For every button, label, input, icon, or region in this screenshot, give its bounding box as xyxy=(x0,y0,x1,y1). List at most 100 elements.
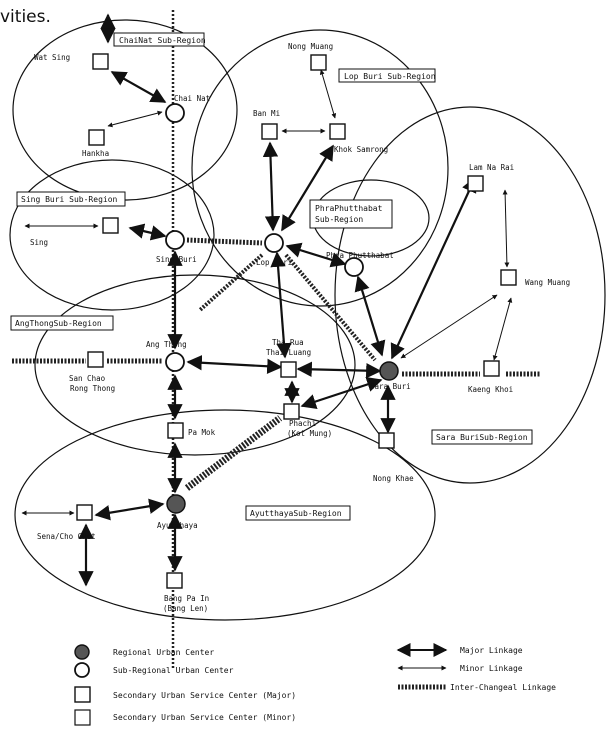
phachi-label-1: Phachi xyxy=(289,419,316,428)
khok-samrong-label: Khok Samrong xyxy=(334,145,388,154)
major-link xyxy=(390,176,477,360)
interchange-link xyxy=(186,237,263,246)
major-link xyxy=(262,141,281,232)
sara-buri-label: Sara Buri xyxy=(370,382,411,391)
nong-muang-square xyxy=(310,54,327,71)
sing-square xyxy=(102,217,119,234)
major-link xyxy=(270,251,292,359)
region-labels: ChaiNat Sub-Region Lop Buri Sub-Region P… xyxy=(10,32,533,521)
major-link xyxy=(296,361,382,379)
legend-regional-symbol xyxy=(74,644,90,660)
wang-muang-label: Wang Muang xyxy=(525,278,570,287)
legend-secondary-minor-label: Secondary Urban Service Center (Minor) xyxy=(113,713,296,722)
legend-interchange-label: Inter-Changeal Linkage xyxy=(450,683,556,692)
chai-nat-label: Chai Nat xyxy=(174,94,210,103)
major-link xyxy=(110,71,167,103)
regional-centers xyxy=(166,361,399,514)
sing-buri-circle xyxy=(165,230,185,250)
wat-sing-label: Wat Sing xyxy=(34,53,70,62)
singburi-region-tag xyxy=(16,191,126,207)
ayutthaya-region-label: AyutthayaSub-Region xyxy=(250,509,342,518)
lop-buri-circle xyxy=(264,233,284,253)
interchange-link xyxy=(198,253,264,312)
sena-label: Sena/Cho Chet xyxy=(37,532,96,541)
san-chao-label-1: San Chao xyxy=(69,374,106,383)
legend-subregional-symbol xyxy=(74,662,90,678)
major-linkages xyxy=(78,13,477,587)
hankha-label: Hankha xyxy=(82,149,109,158)
phra-phutthabat-label: Phra Phutthabat xyxy=(326,251,394,260)
singburi-region-label: Sing Buri Sub-Region xyxy=(21,195,118,204)
kaeng-khoi-square xyxy=(483,360,500,377)
tha-rua-label-2: Thai Luang xyxy=(266,348,311,357)
major-link xyxy=(285,242,347,268)
angthong-region-label: AngThongSub-Region xyxy=(15,319,102,328)
phachi-label-2: (Kot Mung) xyxy=(287,429,332,438)
interchange-link xyxy=(284,253,377,362)
ang-thong-label: Ang Thong xyxy=(146,340,187,349)
phraphutthabat-region-label-2: Sub-Region xyxy=(315,215,363,224)
minor-linkages xyxy=(21,69,513,516)
phraphutthabat-region-tag xyxy=(309,199,393,229)
minor-link xyxy=(400,294,498,359)
wang-muang-square xyxy=(500,269,517,286)
ban-mi-label: Ban Mi xyxy=(253,109,280,118)
sena-square xyxy=(76,504,93,521)
lop-buri-label: Lop Buri xyxy=(256,258,292,267)
san-chao-square xyxy=(87,351,104,368)
ang-thong-circle xyxy=(165,352,185,372)
legend-secondary-minor-symbol xyxy=(74,709,91,726)
lam-na-rai-square xyxy=(467,175,484,192)
lopburi-region-boundary xyxy=(191,29,449,307)
legend-regional-label: Regional Urban Center xyxy=(113,648,214,657)
legend-major-linkage-label: Major Linkage xyxy=(460,646,523,655)
major-link xyxy=(128,223,167,241)
pa-mok-label: Pa Mok xyxy=(188,428,216,437)
phachi-square xyxy=(283,403,300,420)
interchange-link xyxy=(184,415,283,491)
major-link xyxy=(186,355,283,374)
minor-link xyxy=(107,110,163,128)
lopburi-region-tag xyxy=(338,68,436,83)
ban-mi-square xyxy=(261,123,278,140)
ayutthaya-label: Ayutthaya xyxy=(157,521,198,530)
subregional-centers xyxy=(165,103,364,372)
angthong-region-tag xyxy=(10,315,114,331)
lopburi-region-label: Lop Buri Sub-Region xyxy=(344,72,436,81)
tha-rua-square xyxy=(280,361,297,378)
singburi-region-boundary xyxy=(9,159,215,311)
lam-na-rai-label: Lam Na Rai xyxy=(469,163,514,172)
minor-link xyxy=(502,189,510,268)
major-link xyxy=(300,377,383,409)
sing-label: Sing xyxy=(30,238,48,247)
node-labels: Wat Sing Chai Nat Hankha Nong Muang Ban … xyxy=(30,42,570,613)
nong-muang-label: Nong Muang xyxy=(288,42,333,51)
legend: Regional Urban Center Sub-Regional Urban… xyxy=(74,643,556,726)
khok-samrong-square xyxy=(329,123,346,140)
chainat-region-tag xyxy=(113,32,205,47)
nong-khae-square xyxy=(378,432,395,449)
legend-subregional-label: Sub-Regional Urban Center xyxy=(113,666,234,675)
saraburi-region-label: Sara BuriSub-Region xyxy=(436,433,528,442)
minor-link xyxy=(492,297,513,361)
interchange-linkages xyxy=(12,237,540,491)
nong-khae-label: Nong Khae xyxy=(373,474,414,483)
major-link xyxy=(354,275,386,357)
chai-nat-circle xyxy=(165,103,185,123)
secondary-centers xyxy=(76,53,517,589)
hankha-square xyxy=(88,129,105,146)
phraphutthabat-region-label-1: PhraPhutthabat xyxy=(315,204,383,213)
saraburi-region-tag xyxy=(431,429,533,445)
wat-sing-square xyxy=(92,53,109,70)
legend-minor-linkage-label: Minor Linkage xyxy=(460,664,523,673)
bang-pa-in-square xyxy=(166,572,183,589)
minor-link xyxy=(319,69,337,119)
san-chao-label-2: Rong Thong xyxy=(70,384,115,393)
major-link xyxy=(94,498,165,521)
kaeng-khoi-label: Kaeng Khoi xyxy=(468,385,513,394)
bang-pa-in-label-2: (Bang Len) xyxy=(163,604,208,613)
bang-pa-in-label-1: Bang Pa In xyxy=(164,594,209,603)
tha-rua-label-1: Tha Rua xyxy=(272,338,304,347)
ayutthaya-region-boundary xyxy=(14,409,436,621)
